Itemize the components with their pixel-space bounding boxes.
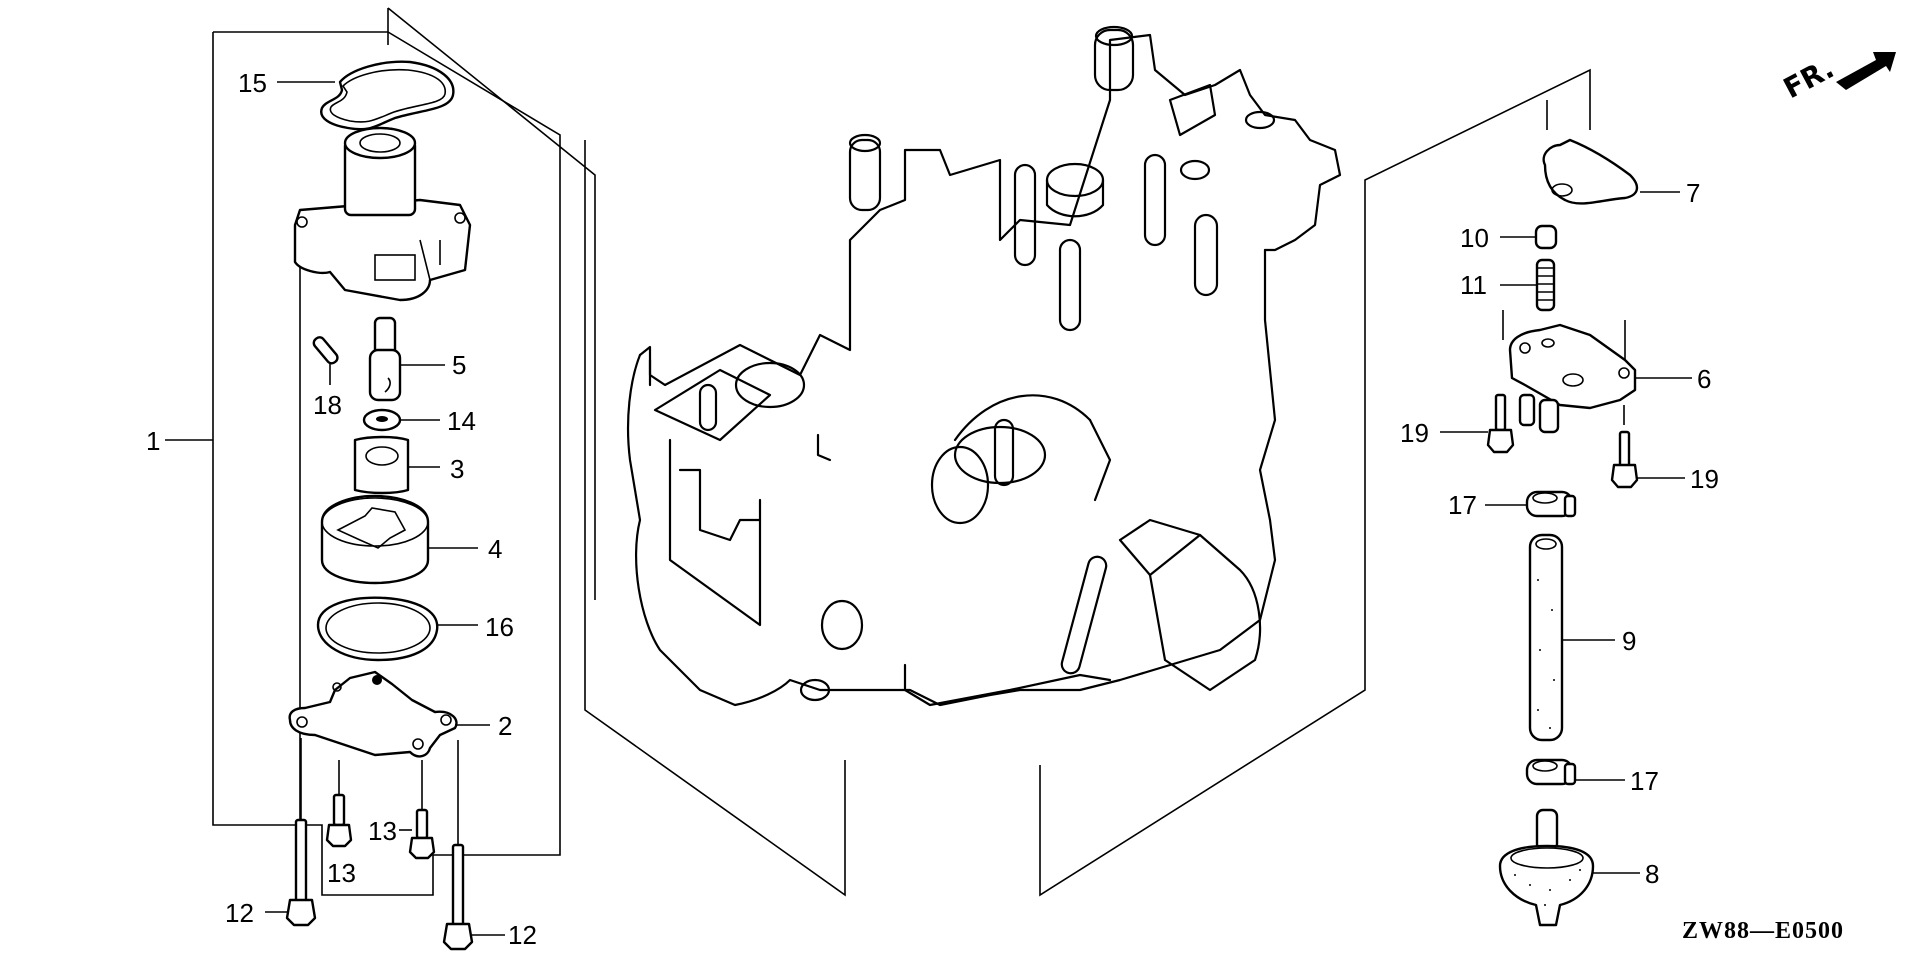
engine-block [626,25,1342,707]
callout-11: 11 [1460,270,1487,300]
part-16-o-ring [316,596,439,662]
part-3-inner-rotor [353,435,410,495]
part-18-pin [312,336,339,365]
part-4-outer-rotor [320,494,430,585]
callout-3: 3 [450,454,465,484]
callout-2: 2 [498,711,513,741]
part-12-bolt-a [285,818,317,927]
callout-14: 14 [447,406,476,436]
callout-13-a: 13 [368,816,397,846]
callout-8: 8 [1645,859,1660,889]
callout-17-b: 17 [1630,766,1659,796]
diagram-code: ZW88—E0500 [1682,918,1845,944]
part-13-bolt-b [408,808,436,860]
part-12-bolt-b [442,843,474,951]
part-8-strainer [1498,808,1595,927]
callout-17-a: 17 [1448,490,1477,520]
callout-4: 4 [488,534,503,564]
callout-1: 1 [146,426,161,456]
part-6-relief-cover [1508,323,1637,434]
part-11-spring [1535,258,1556,312]
callout-6: 6 [1697,364,1712,394]
part-2-pump-cover [288,670,458,758]
part-13-bolt-a [325,793,353,848]
callout-19-a: 19 [1400,418,1429,448]
callout-12-a: 12 [225,898,254,928]
part-5-shaft [368,316,402,402]
front-arrow-icon [1836,52,1896,90]
part-10-valve [1534,224,1558,250]
part-9-hose [1528,533,1564,742]
callout-12-b: 12 [508,920,537,950]
callout-15: 15 [238,68,267,98]
part-17-clip-b [1525,758,1577,786]
callout-7: 7 [1686,178,1701,208]
callout-5: 5 [452,350,467,380]
front-direction-marker: FR. [1778,30,1908,120]
part-19-bolt-a [1486,393,1515,454]
part-19-bolt-b [1610,430,1639,489]
callout-16: 16 [485,612,514,642]
callout-18: 18 [313,390,342,420]
engine-block-frame [584,68,1591,897]
callout-9: 9 [1622,626,1637,656]
part-7-gasket [1542,138,1639,205]
part-17-clip-a [1525,490,1577,518]
callout-10: 10 [1460,223,1489,253]
part-1-pump-body [293,126,472,302]
callout-19-b: 19 [1690,464,1719,494]
callout-13-b: 13 [327,858,356,888]
